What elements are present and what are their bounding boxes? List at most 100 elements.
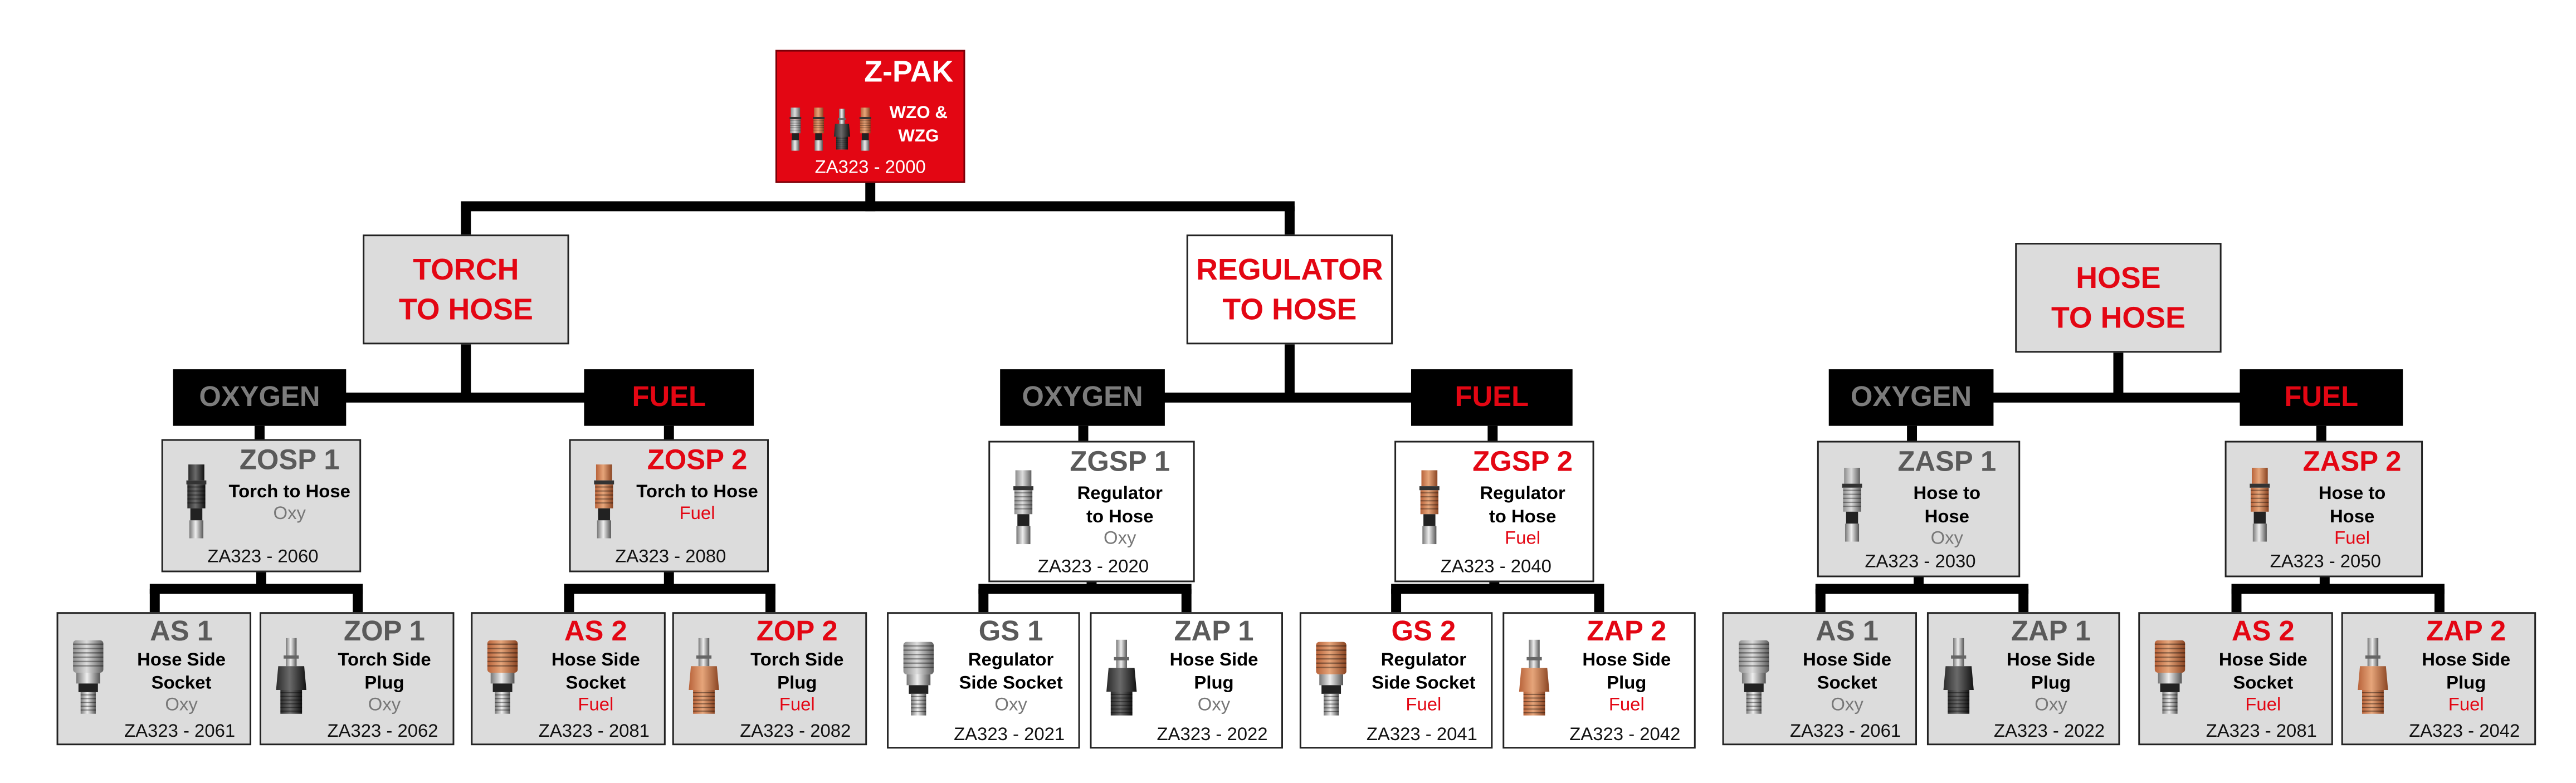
component-code: AS 1 [150, 615, 213, 647]
component-code: ZAP 2 [1587, 615, 1667, 647]
fitting-icon [276, 638, 306, 714]
gas-drop-line [1486, 425, 1497, 441]
category-drop-line [1284, 344, 1295, 398]
part-number: ZA323 - 2022 [1157, 725, 1268, 746]
leaf-drop-line [1594, 589, 1604, 613]
root-branch-line [461, 201, 1295, 212]
root-fittings-image [784, 81, 877, 181]
gas-drop-line [1906, 425, 1916, 441]
component-code: AS 1 [1816, 615, 1879, 647]
gas-type: Oxy [1104, 528, 1136, 549]
mid-drop-line [256, 572, 266, 589]
root-part-number: ZA323 - 2000 [814, 158, 926, 178]
category-drop-line [2113, 353, 2124, 398]
category-box: TORCH TO HOSE [363, 234, 569, 345]
fitting-icon [1739, 640, 1769, 714]
fuel-label: FUEL [1411, 369, 1573, 426]
component-code: ZOP 2 [756, 615, 838, 647]
fitting-icon [2358, 638, 2388, 714]
mid-drop-line [1489, 582, 1500, 589]
part-number: ZA323 - 2061 [124, 722, 236, 742]
leaf-drop-line [764, 589, 775, 613]
coupler-description: Torch to Hose [228, 482, 350, 503]
gas-type: Oxy [1930, 528, 1964, 549]
component-code: GS 1 [978, 615, 1043, 647]
gas-type: Oxy [1831, 695, 1863, 716]
leaf-drop-line [352, 589, 362, 613]
fitting-icon [903, 642, 934, 716]
oxygen-label: OXYGEN [173, 369, 347, 426]
branch-drop-line [461, 206, 471, 235]
root-product-box: Z-PAK WZO & WZG ZA323 - 2000 [775, 50, 965, 183]
category-drop-line [461, 344, 471, 398]
component-code: ZAP 2 [2426, 615, 2506, 647]
fitting-icon [789, 107, 802, 151]
gas-drop-line [2316, 425, 2326, 441]
part-number: ZA323 - 2081 [538, 722, 650, 742]
component-code: ZAP 1 [1174, 615, 1254, 647]
fuel-label: FUEL [584, 369, 754, 426]
fitting-icon [813, 107, 825, 151]
fitting-icon [73, 640, 104, 714]
coupler-code: ZASP 1 [1897, 446, 1997, 478]
root-drop-line [865, 183, 876, 212]
component-description: Hose Side Socket [137, 650, 226, 694]
mid-drop-line [663, 572, 674, 589]
fitting-icon [186, 464, 207, 539]
component-description: Hose Side Plug [1169, 650, 1258, 694]
branch-drop-line [1284, 206, 1295, 235]
coupler-description: Torch to Hose [636, 482, 758, 503]
coupler-description: Hose to Hose [2318, 484, 2386, 527]
mid-drop-line [2319, 577, 2329, 589]
coupler-code: ZOSP 1 [239, 444, 340, 476]
part-number: ZA323 - 2060 [207, 547, 319, 567]
gas-type: Fuel [2448, 695, 2484, 716]
leaf-bar-line [563, 584, 775, 594]
part-number: ZA323 - 2081 [2206, 722, 2317, 742]
fitting-image [1832, 452, 1872, 559]
oxygen-label: OXYGEN [1000, 369, 1165, 426]
fitting-image [1100, 622, 1143, 735]
component-description: Regulator Side Socket [1372, 650, 1476, 694]
component-code: AS 2 [564, 615, 627, 647]
gas-bar-line [343, 392, 588, 403]
fitting-image [584, 451, 624, 554]
part-number: ZA323 - 2042 [2409, 722, 2520, 742]
fitting-icon [2154, 640, 2185, 714]
fitting-icon [1842, 467, 1862, 542]
leaf-bar-line [978, 584, 1192, 594]
coupler-code: ZGSP 1 [1070, 446, 1170, 478]
part-number: ZA323 - 2050 [2270, 552, 2381, 572]
part-number: ZA323 - 2042 [1569, 725, 1681, 746]
coupler-code: ZOSP 2 [647, 444, 748, 476]
fitting-image [1409, 452, 1450, 564]
fitting-icon [1519, 639, 1550, 716]
gas-type: Fuel [578, 695, 614, 716]
gas-type: Fuel [2245, 695, 2281, 716]
component-code: AS 2 [2231, 615, 2295, 647]
component-description: Torch Side Plug [338, 650, 431, 694]
gas-type: Oxy [165, 695, 198, 716]
part-number: ZA323 - 2080 [615, 547, 726, 567]
leaf-bar-line [1391, 584, 1604, 594]
leaf-drop-line [2018, 589, 2029, 613]
fitting-image [682, 622, 726, 732]
gas-bar-line [1990, 392, 2243, 403]
fitting-icon [1013, 470, 1033, 545]
fitting-image [2148, 622, 2192, 732]
gas-type: Oxy [1197, 695, 1231, 716]
fitting-image [1003, 452, 1043, 564]
gas-type: Fuel [1608, 695, 1645, 716]
